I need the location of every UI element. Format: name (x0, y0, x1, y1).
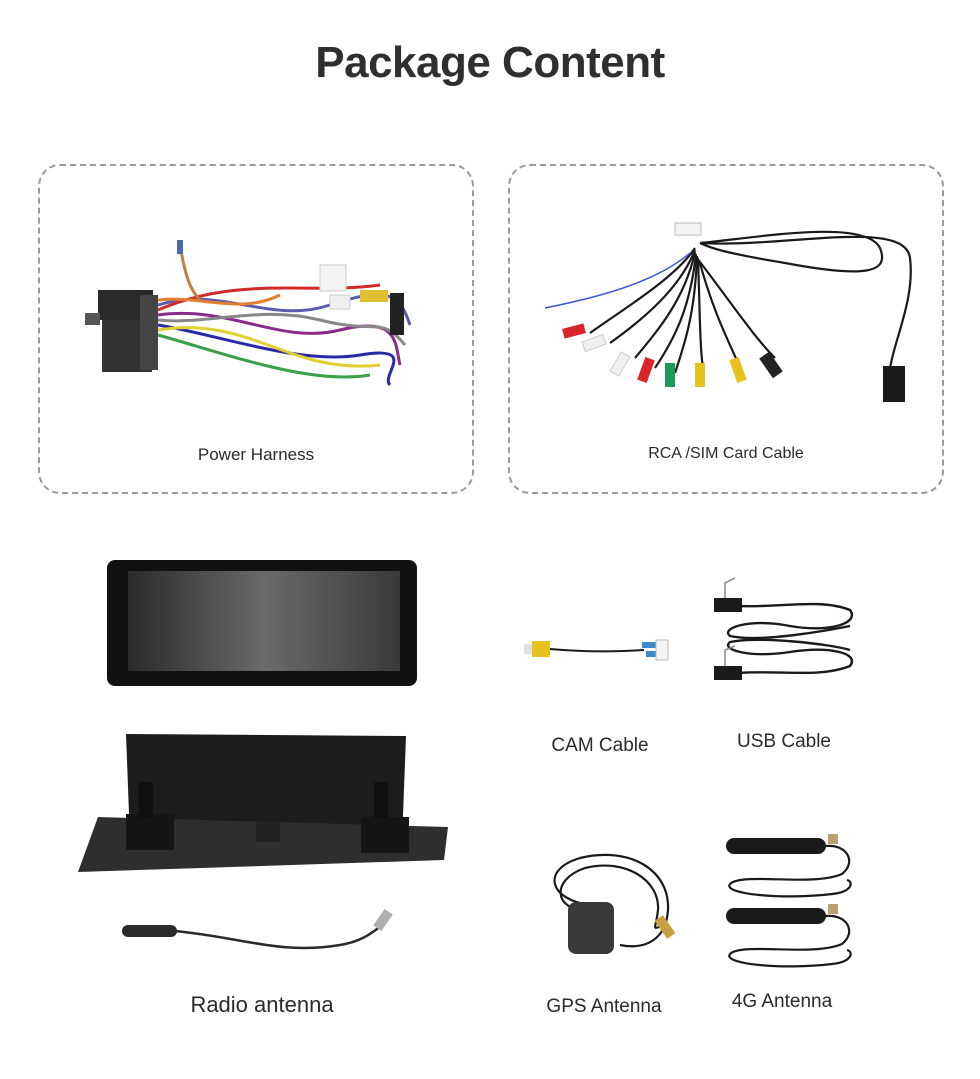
usb-cable-label: USB Cable (737, 731, 831, 752)
4g-antenna-image (726, 834, 852, 968)
cam-cable-image (524, 639, 669, 661)
gps-antenna-label: GPS Antenna (546, 996, 662, 1017)
mounting-bracket-image (78, 734, 448, 872)
rca-sim-cable-image (544, 222, 912, 402)
page-title: Package Content (315, 38, 665, 87)
rca-sim-cable-card (508, 164, 944, 494)
rca-sim-cable-label: RCA /SIM Card Cable (648, 445, 804, 462)
power-harness-card (38, 164, 474, 494)
radio-antenna-image (122, 908, 393, 950)
cam-cable-label: CAM Cable (551, 735, 649, 756)
usb-cable-image (714, 577, 854, 680)
radio-antenna-label: Radio antenna (190, 992, 334, 1017)
4g-antenna-label: 4G Antenna (731, 991, 833, 1012)
head-unit-screen-image (107, 560, 417, 686)
power-harness-label: Power Harness (197, 445, 315, 464)
power-harness-image (85, 240, 412, 387)
gps-antenna-image (553, 853, 676, 954)
